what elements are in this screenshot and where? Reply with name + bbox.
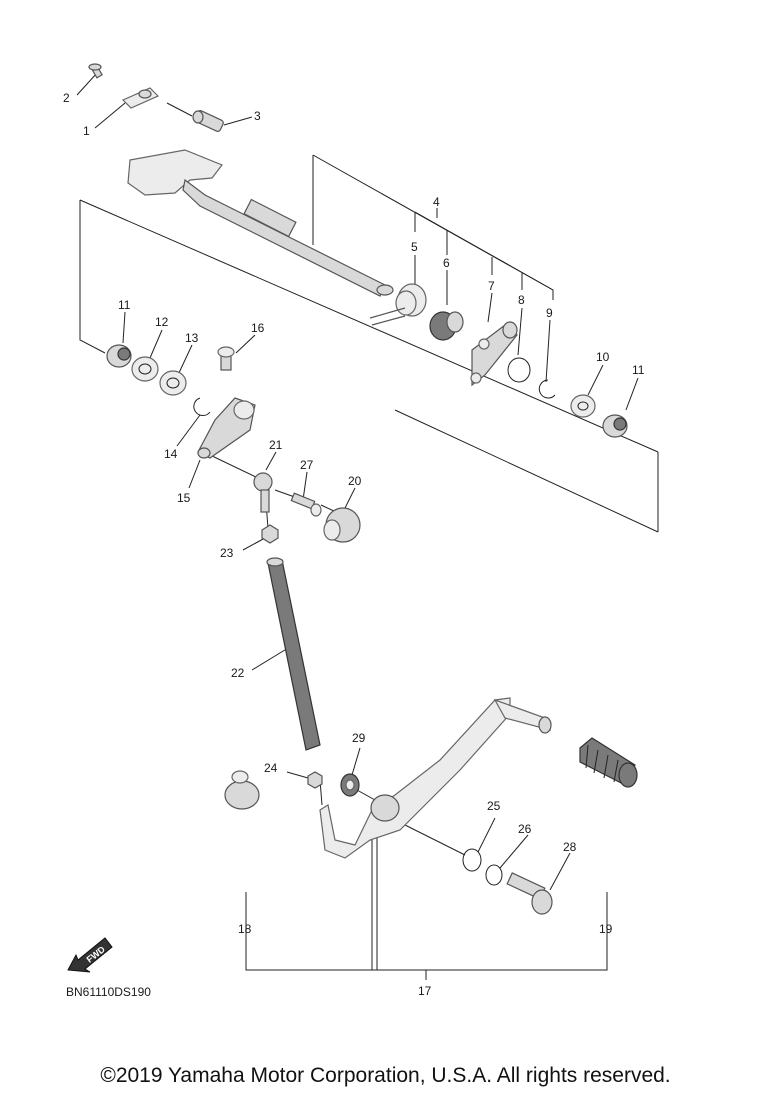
part-11-bearing-left [106,344,132,368]
label-part-12: 12 [155,315,169,329]
part-29-washer [340,773,360,797]
part-15-arm [197,397,256,459]
part-8-ring [507,357,531,383]
part-13-washer [159,370,187,396]
copyright-notice: ©2019 Yamaha Motor Corporation, U.S.A. A… [100,1064,671,1087]
assembly-frames [79,154,659,980]
part-16-bolt [217,346,235,371]
label-part-2: 2 [63,91,70,105]
label-part-16: 16 [251,321,265,335]
part-17-shift-pedal [319,697,552,859]
label-part-21: 21 [269,438,283,452]
part-20-cap [323,507,361,543]
label-part-15: 15 [177,491,191,505]
diagram-code: BN61110DS190 [66,985,151,999]
label-part-22: 22 [231,666,245,680]
part-14-circlip [193,397,211,416]
label-part-4: 4 [433,195,440,209]
label-part-25: 25 [487,799,501,813]
label-part-18: 18 [238,922,252,936]
label-part-28: 28 [563,840,577,854]
part-27-bolt [290,492,322,517]
label-part-24: 24 [264,761,278,775]
part-1-clip [121,87,160,109]
label-part-10: 10 [596,350,610,364]
label-part-29: 29 [352,731,366,745]
part-23-nut [261,524,279,544]
label-part-3: 3 [254,109,261,123]
part-3-pin [192,110,224,132]
part-9-circlip [538,379,556,399]
part-shapes [67,63,638,973]
part-22-shift-rod [266,557,321,751]
label-part-17: 17 [418,984,432,998]
label-part-13: 13 [185,331,199,345]
part-2-screw [88,63,103,79]
label-part-20: 20 [348,474,362,488]
label-part-6: 6 [443,256,450,270]
fwd-arrow-icon [67,937,113,973]
part-7-lever [470,321,518,387]
part-25-ring [462,848,482,872]
leader-lines [76,72,639,891]
label-part-27: 27 [300,458,314,472]
part-18-knob [224,770,260,810]
label-part-9: 9 [546,306,553,320]
label-part-5: 5 [411,240,418,254]
part-19-rubber-tip [579,737,638,788]
part-6-collar [429,311,464,341]
label-part-7: 7 [488,279,495,293]
label-part-1: 1 [83,124,90,138]
part-26-ring [485,864,503,886]
label-part-14: 14 [164,447,178,461]
part-12-seal [131,356,159,382]
label-part-8: 8 [518,293,525,307]
part-24-nut [307,771,323,789]
part-28-pivot-bolt [506,872,553,915]
part-labels: 2 1 3 4 5 6 7 8 9 10 11 11 12 13 16 14 1… [63,91,645,999]
label-part-11-left: 11 [118,298,131,312]
label-part-19: 19 [599,922,613,936]
part-21-rod-end [253,472,273,513]
label-part-11-right: 11 [632,363,645,377]
shift-shaft [127,149,394,297]
part-10-washer [570,394,596,418]
part-5-spring [369,283,427,326]
part-11-bearing-right [602,414,628,438]
label-part-26: 26 [518,822,532,836]
label-part-23: 23 [220,546,234,560]
